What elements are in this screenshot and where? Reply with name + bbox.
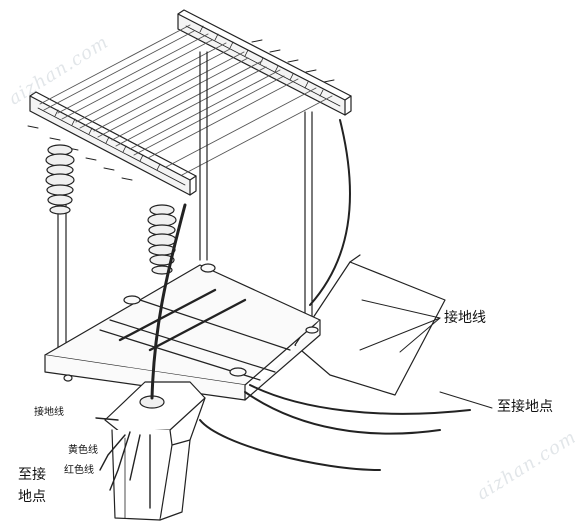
label-red-wire: 红色线 [64, 465, 94, 476]
vertical-posts [57, 51, 313, 356]
ground-wires [199, 119, 471, 471]
control-box [104, 381, 206, 521]
insulator-right [147, 204, 177, 275]
ground-plane-outline [294, 261, 446, 396]
insulator-left [45, 144, 75, 215]
label-to-ground-right: 至接地点 [497, 399, 553, 415]
front-top-rail [29, 91, 197, 196]
label-ground-wire-right: 接地线 [444, 310, 486, 326]
label-yellow-wire: 黄色线 [68, 445, 98, 456]
base-frame [44, 263, 321, 401]
label-to-ground-left-line2: 地点 [18, 489, 46, 505]
hv-cable [150, 203, 187, 400]
leader-lines [359, 299, 493, 409]
back-top-rail [177, 9, 352, 116]
label-to-ground-left-line1: 至接 [18, 467, 46, 483]
label-ground-wire-left: 接地线 [34, 407, 64, 418]
box-wires [95, 417, 151, 509]
